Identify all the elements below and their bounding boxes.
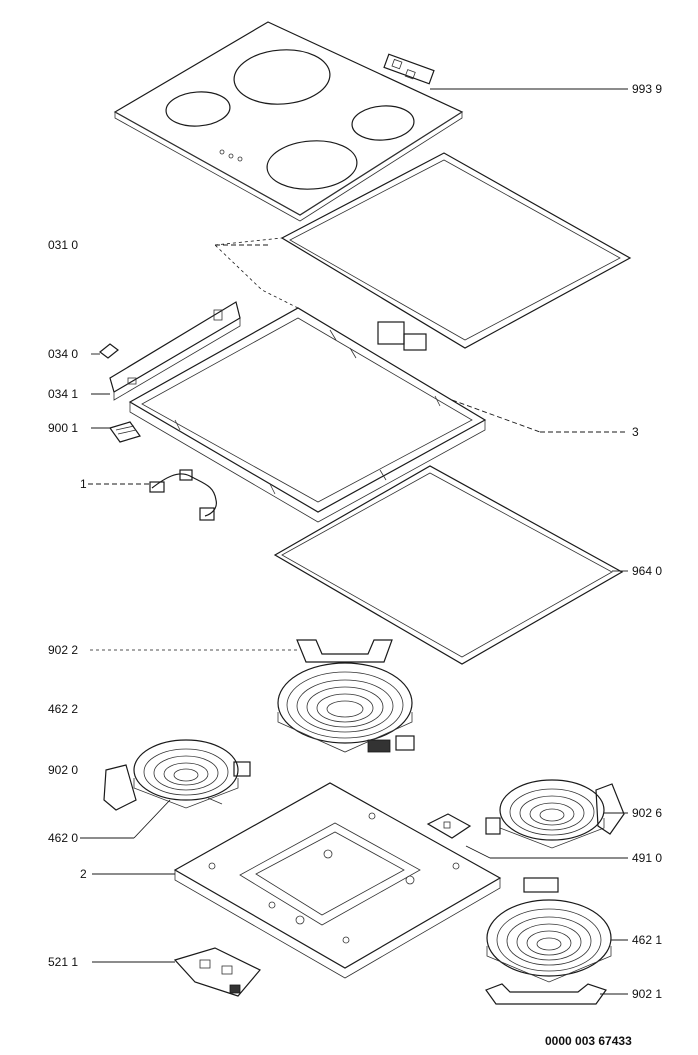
cable-harness (149, 469, 217, 521)
label-462-2: 462 2 (48, 702, 78, 716)
base-tray-holes (208, 812, 460, 944)
cooktop-frame (128, 244, 487, 523)
frame-ticks (174, 329, 441, 495)
top-bracket-993-9 (383, 53, 435, 85)
small-clip (99, 343, 119, 359)
label-491-0: 491 0 (632, 851, 662, 865)
label-993-9: 993 9 (632, 82, 662, 96)
base-tray (173, 782, 502, 979)
part-labels: 993 9 031 0 034 0 034 1 900 1 3 1 964 0 … (48, 82, 662, 1048)
label-034-1: 034 1 (48, 387, 78, 401)
label-964-0: 964 0 (632, 564, 662, 578)
label-902-2: 902 2 (48, 643, 78, 657)
frame-seal (214, 152, 632, 349)
heating-element-902-6 (485, 779, 625, 849)
label-900-1: 900 1 (48, 421, 78, 435)
side-rail (109, 301, 241, 401)
label-521-1: 521 1 (48, 955, 78, 969)
heating-element-462-2 (277, 639, 415, 753)
document-number: 0000 003 67433 (545, 1034, 632, 1048)
label-462-0: 462 0 (48, 831, 78, 845)
label-3: 3 (632, 425, 639, 439)
bottom-seal (273, 465, 624, 665)
label-1: 1 (80, 477, 87, 491)
leader-lines (80, 88, 628, 995)
glass-ceramic-top (113, 21, 464, 222)
label-902-0: 902 0 (48, 763, 78, 777)
connector-block (109, 421, 141, 443)
heating-element-462-0 (103, 739, 251, 811)
frame-clip-a (377, 321, 427, 351)
label-462-1: 462 1 (632, 933, 662, 947)
label-902-1: 902 1 (632, 987, 662, 1001)
label-2: 2 (80, 867, 87, 881)
thermal-limiter (426, 813, 472, 839)
heating-element-462-1 (485, 877, 612, 1005)
control-module (173, 947, 261, 997)
label-902-6: 902 6 (632, 806, 662, 820)
label-031-0: 031 0 (48, 238, 78, 252)
control-marks-icon (219, 149, 243, 162)
label-034-0: 034 0 (48, 347, 78, 361)
